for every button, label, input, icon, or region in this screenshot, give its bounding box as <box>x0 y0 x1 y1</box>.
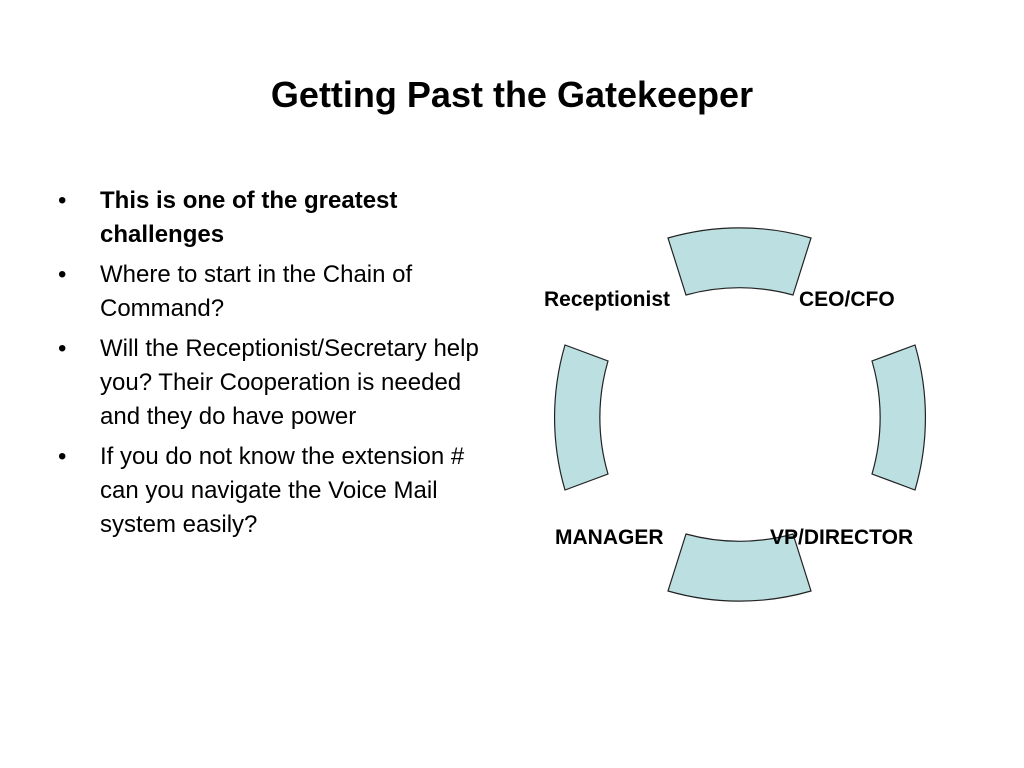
cycle-segment-left <box>553 344 609 491</box>
bullet-icon: • <box>58 187 67 214</box>
label-receptionist: Receptionist <box>544 288 671 311</box>
bullet-text: Will the Receptionist/Secretary help you… <box>100 335 479 430</box>
label-ceo-cfo: CEO/CFO <box>799 288 895 311</box>
bullet-item: • Where to start in the Chain of Command… <box>58 258 498 326</box>
bullet-icon: • <box>58 443 67 470</box>
cycle-segment-bottom <box>667 533 812 602</box>
cycle-segment-right <box>871 344 927 491</box>
cycle-svg <box>553 227 927 602</box>
bullet-item: • If you do not know the extension # can… <box>58 440 498 542</box>
bullet-item: • Will the Receptionist/Secretary help y… <box>58 332 498 434</box>
label-manager: MANAGER <box>555 526 664 549</box>
bullet-text: If you do not know the extension # can y… <box>100 443 465 538</box>
bullet-text: Where to start in the Chain of Command? <box>100 261 413 322</box>
bullet-icon: • <box>58 261 67 288</box>
bullet-list: • This is one of the greatest challenges… <box>58 184 498 548</box>
cycle-segment-top <box>667 227 812 296</box>
bullet-text: This is one of the greatest challenges <box>100 187 398 248</box>
bullet-item: • This is one of the greatest challenges <box>58 184 498 252</box>
slide-title: Getting Past the Gatekeeper <box>270 74 754 115</box>
chain-of-command-cycle-diagram: Receptionist CEO/CFO MANAGER VP/DIRECTOR <box>530 218 960 618</box>
label-vp-director: VP/DIRECTOR <box>770 526 914 549</box>
bullet-icon: • <box>58 335 67 362</box>
